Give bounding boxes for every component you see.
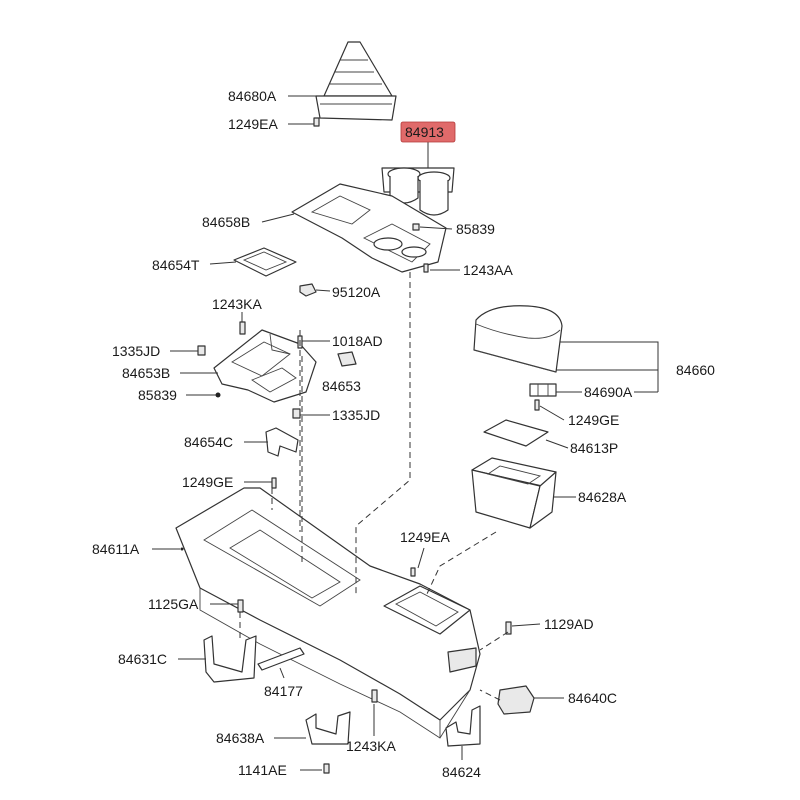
nut-1335JD-left <box>197 345 206 356</box>
bracket-84624 <box>445 705 481 747</box>
screw-1249EA-mid <box>410 567 416 577</box>
label-84660: 84660 <box>676 362 715 378</box>
cup-holder-84913 <box>381 167 455 216</box>
label-84653: 84653 <box>322 378 361 394</box>
label-1125GA: 1125GA <box>148 596 199 612</box>
leader-lines <box>152 95 659 771</box>
label-1243KA-bottom: 1243KA <box>346 738 396 754</box>
screw-1129AD <box>505 621 512 635</box>
pad-84654T <box>233 247 297 277</box>
label-84680A: 84680A <box>228 88 277 104</box>
label-1243AA: 1243AA <box>463 262 513 278</box>
label-1018AD: 1018AD <box>332 333 383 349</box>
console-body-84611A <box>175 487 481 739</box>
bracket-84638A <box>305 711 351 745</box>
label-84613P: 84613P <box>570 440 618 456</box>
label-84653B: 84653B <box>122 365 170 381</box>
label-1335JD-mid: 1335JD <box>332 407 380 423</box>
label-85839-left: 85839 <box>138 387 177 403</box>
screw-85839-top <box>412 223 420 231</box>
hinge-84690A <box>529 383 557 397</box>
highlight-box-84913 <box>400 121 456 143</box>
label-1141AE: 1141AE <box>238 762 287 778</box>
label-1249EA-top: 1249EA <box>228 116 278 132</box>
cover-84640C <box>497 685 535 715</box>
screw-1125GA <box>237 599 244 613</box>
label-84654T: 84654T <box>152 257 200 273</box>
screw-1243KA-bottom <box>371 689 378 703</box>
label-1249GE-right: 1249GE <box>568 412 619 428</box>
label-84913: 84913 <box>405 124 444 140</box>
label-84611A: 84611A <box>92 541 140 557</box>
label-1243KA-top: 1243KA <box>212 296 262 312</box>
bracket-84631C <box>203 635 257 683</box>
screw-1243AA <box>423 263 429 273</box>
label-1249EA-mid: 1249EA <box>400 529 450 545</box>
label-85839-top: 85839 <box>456 221 495 237</box>
label-1335JD-left: 1335JD <box>112 343 160 359</box>
strip-84177 <box>257 647 305 671</box>
nut-1335JD-mid <box>292 408 301 419</box>
shift-boot-84680A <box>315 41 397 121</box>
screw-1249GE-right <box>534 399 540 411</box>
box-84628A <box>471 457 557 529</box>
armrest-84660 <box>473 305 563 373</box>
label-95120A: 95120A <box>332 284 381 300</box>
label-84628A: 84628A <box>578 489 627 505</box>
label-84624: 84624 <box>442 764 481 780</box>
label-84690A: 84690A <box>584 384 633 400</box>
label-1129AD: 1129AD <box>544 616 594 632</box>
label-84631C: 84631C <box>118 651 167 667</box>
label-84658B: 84658B <box>202 214 250 230</box>
label-84654C: 84654C <box>184 434 233 450</box>
console-cover-84658B <box>291 183 447 273</box>
switch-84653 <box>337 351 357 367</box>
clip-95120A <box>299 283 317 297</box>
label-84640C: 84640C <box>568 690 617 706</box>
screw-1141AE <box>323 763 330 774</box>
screw-1243KA-top <box>239 321 246 335</box>
screw-1249EA-top <box>313 117 320 127</box>
part-labels: 84680A 1249EA 84913 84658B 85839 1243AA … <box>92 88 715 780</box>
screw-85839-left <box>215 392 221 398</box>
bracket-84654C <box>265 427 299 457</box>
pad-84613P <box>483 419 549 447</box>
screw-1249GE-left <box>271 477 277 489</box>
label-84638A: 84638A <box>216 730 265 746</box>
assembly-lines <box>239 272 509 701</box>
label-84177: 84177 <box>264 683 303 699</box>
label-1249GE-left: 1249GE <box>182 474 233 490</box>
bracket-84653B <box>213 329 317 403</box>
